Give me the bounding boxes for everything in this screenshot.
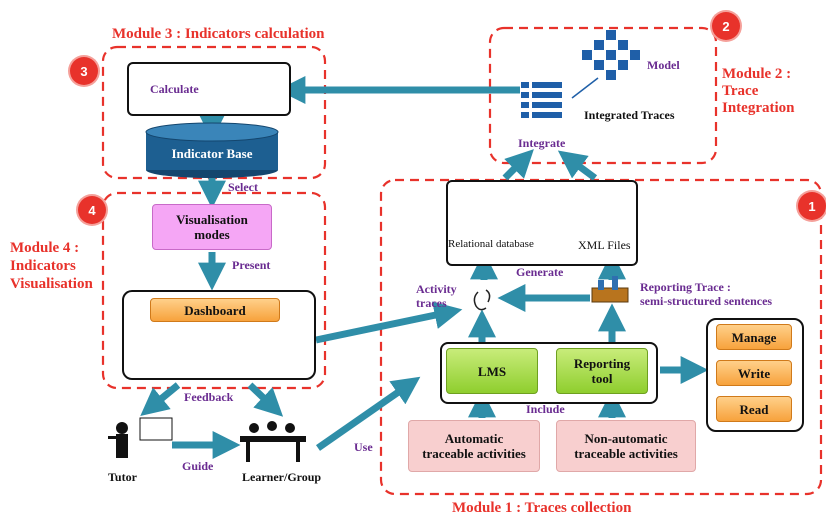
learner-group-icon	[240, 421, 306, 462]
module-3-title: Module 3 : Indicators calculation	[112, 26, 325, 42]
activity-traces-label-1: Activity	[416, 282, 457, 296]
select-label: Select	[228, 180, 258, 194]
model-label: Model	[647, 58, 680, 72]
module-2-title-line1: Module 2 :	[722, 66, 792, 82]
xml-icon-text: XML	[582, 190, 601, 200]
activity-traces-label-2: traces	[416, 296, 447, 310]
arrow-learner-to-lms	[316, 376, 421, 451]
reporting-trace-label-2: semi-structured sentences	[640, 294, 773, 308]
reporting-tool-line2: tool	[591, 371, 613, 386]
non-automatic-line1: Non-automatic	[584, 431, 668, 446]
guide-label: Guide	[182, 459, 214, 473]
learner-group-label: Learner/Group	[242, 470, 322, 484]
module-1-title: Module 1 : Traces collection	[452, 500, 632, 516]
module-4-title-line1: Module 4 :	[10, 240, 80, 256]
generate-label: Generate	[516, 265, 564, 279]
manage-button: Manage	[716, 324, 792, 350]
visualisation-modes-line1: Visualisation	[176, 212, 248, 227]
use-label: Use	[354, 440, 373, 454]
arrow-dashboard-to-tutor	[140, 382, 181, 416]
arrow-xml-to-integrate	[557, 150, 598, 181]
reporting-tool-button: Reporting tool	[556, 348, 648, 394]
arrow-db-to-integrate	[502, 149, 534, 181]
calculate-box	[127, 62, 291, 116]
integrate-label: Integrate	[518, 136, 566, 150]
data-storage-box	[446, 180, 638, 266]
write-button: Write	[716, 360, 792, 386]
present-label: Present	[232, 258, 271, 272]
reporting-trace-icon	[591, 276, 629, 303]
visualisation-modes-box: Visualisation modes	[152, 204, 272, 250]
arrow-dashboard-to-learner	[247, 382, 284, 417]
model-icon	[582, 30, 640, 80]
indicator-base-label: Indicator Base	[171, 146, 253, 161]
automatic-line1: Automatic	[444, 431, 504, 446]
indicator-base-cylinder	[145, 122, 279, 178]
module-2-title-line2: Trace	[722, 83, 759, 99]
arrow-dashboard-to-traces	[315, 301, 463, 344]
automatic-activities: Automatic traceable activities	[408, 420, 540, 472]
dashboard-title: Dashboard	[150, 298, 280, 322]
read-button: Read	[716, 396, 792, 422]
module-4-title-line3: Visualisation	[10, 276, 93, 292]
calculate-label: Calculate	[150, 82, 199, 96]
relational-db-label: Relational database	[448, 238, 534, 250]
module-2-frame	[488, 26, 718, 165]
module-2-title-line3: Integration	[722, 100, 795, 116]
reporting-trace-label-1: Reporting Trace :	[640, 280, 731, 294]
reporting-tool-line1: Reporting	[573, 356, 631, 371]
non-automatic-line2: traceable activities	[574, 446, 678, 461]
module-4-badge: 4	[78, 196, 106, 224]
list-icon	[521, 82, 562, 118]
footprint-icon	[473, 289, 491, 311]
non-automatic-activities: Non-automatic traceable activities	[556, 420, 696, 472]
module-2-badge: 2	[712, 12, 740, 40]
visualisation-modes-line2: modes	[194, 227, 230, 242]
module-4-title-line2: Indicators	[10, 258, 76, 274]
include-label: Include	[526, 402, 565, 416]
module-1-badge: 1	[798, 192, 826, 220]
xml-files-label: XML Files	[578, 238, 631, 252]
integrated-traces-label: Integrated Traces	[584, 108, 675, 122]
module-1-frame	[379, 178, 823, 496]
tutor-icon	[108, 417, 173, 458]
module-3-badge: 3	[70, 57, 98, 85]
automatic-line2: traceable activities	[422, 446, 526, 461]
lms-button: LMS	[446, 348, 538, 394]
tutor-label: Tutor	[108, 470, 137, 484]
feedback-label: Feedback	[184, 390, 234, 404]
